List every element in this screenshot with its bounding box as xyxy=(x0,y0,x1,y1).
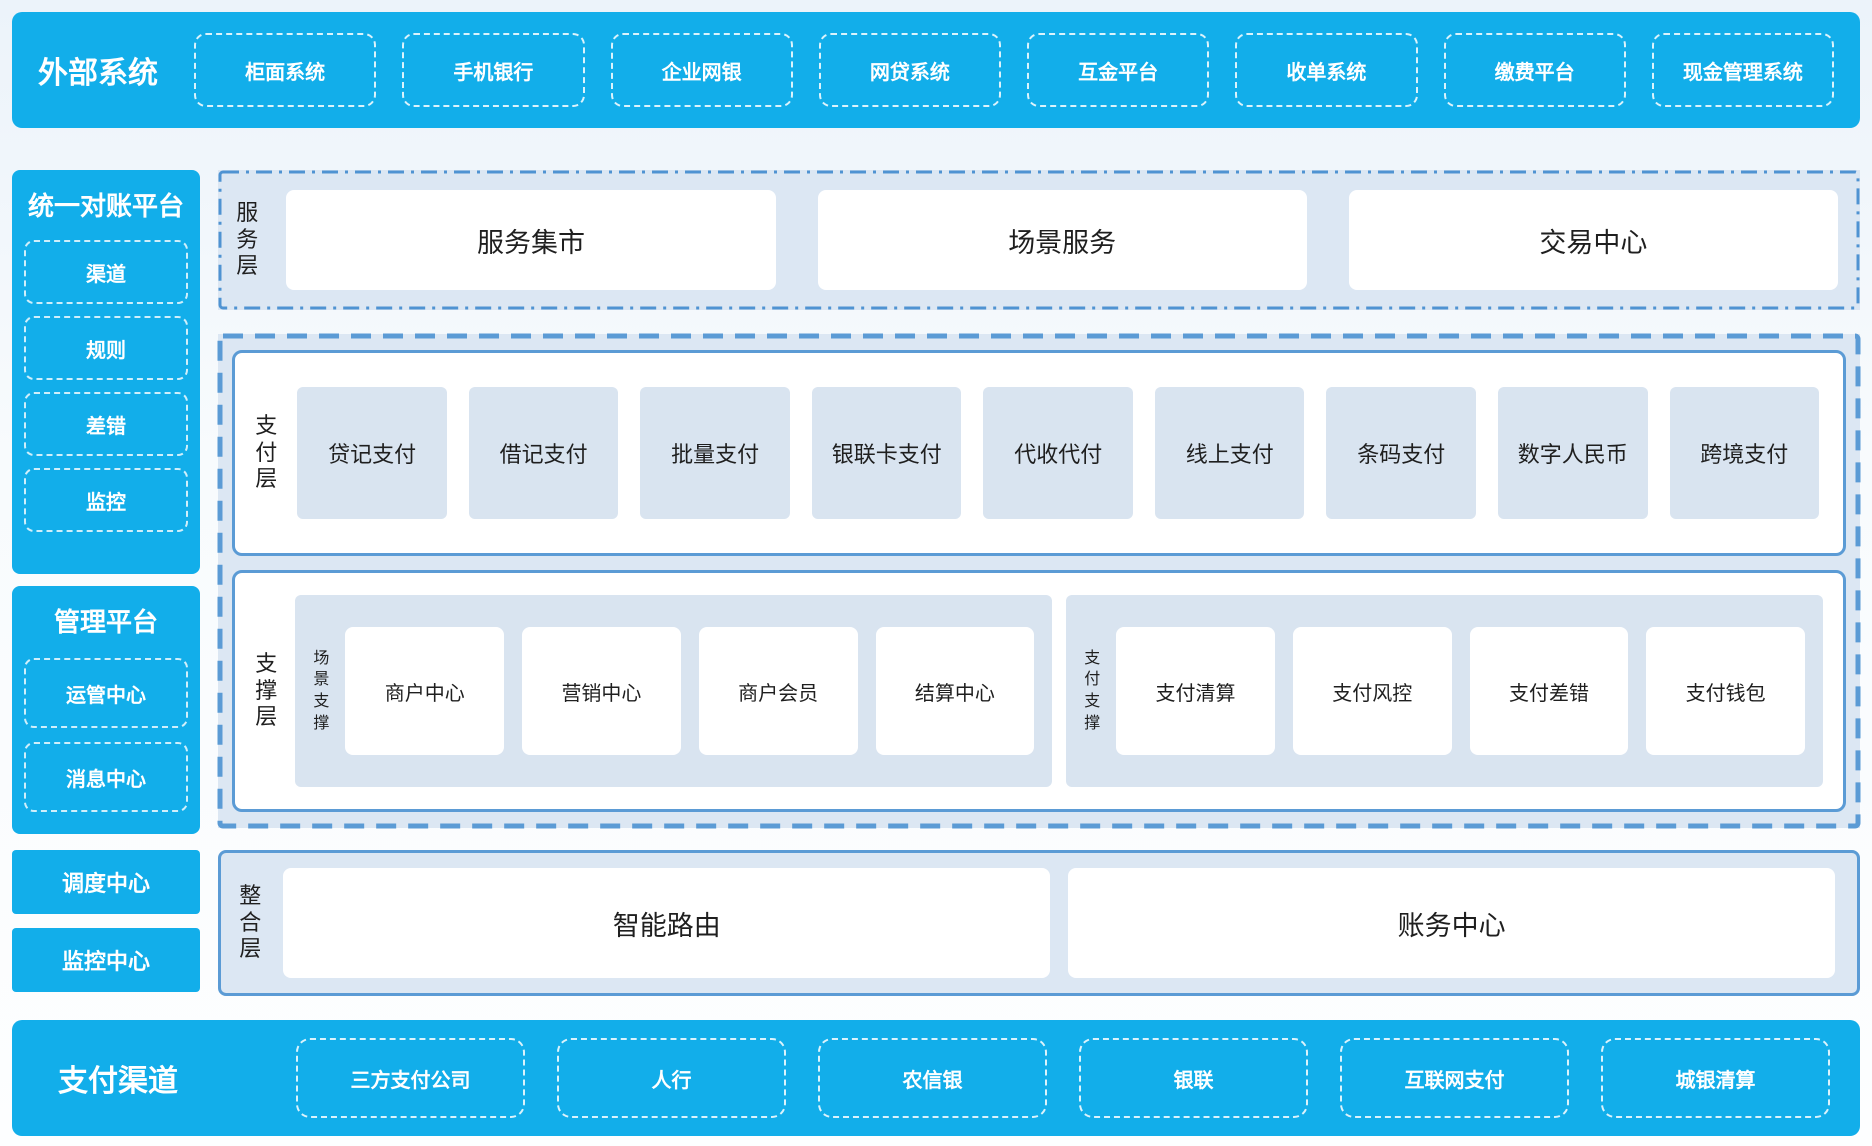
dispatch-center-box: 调度中心 xyxy=(12,850,200,914)
external-system-item: 收单系统 xyxy=(1235,33,1418,107)
reconciliation-item: 渠道 xyxy=(24,240,188,304)
monitor-center-box: 监控中心 xyxy=(12,928,200,992)
layers-area: 服务层 服务集市 场景服务 交易中心 支付层 贷记支付 借记支付 批 xyxy=(217,170,1861,996)
scene-support-items: 商户中心 营销中心 商户会员 结算中心 xyxy=(345,627,1035,755)
payment-channel-item: 农信银 xyxy=(818,1038,1047,1118)
management-item: 消息中心 xyxy=(24,742,188,812)
scene-support-group: 场景支撑 商户中心 营销中心 商户会员 结算中心 xyxy=(295,595,1053,787)
external-system-item: 缴费平台 xyxy=(1443,33,1626,107)
reconciliation-item: 监控 xyxy=(24,468,188,532)
payment-channel-item: 三方支付公司 xyxy=(296,1038,525,1118)
left-sidebar: 统一对账平台 渠道 规则 差错 监控 管理平台 运管中心 消息中心 调度中心 监… xyxy=(12,170,200,996)
management-item: 运管中心 xyxy=(24,658,188,728)
payment-item: 数字人民币 xyxy=(1498,387,1648,519)
reconciliation-platform-panel: 统一对账平台 渠道 规则 差错 监控 xyxy=(12,170,200,574)
payment-channel-item: 城银清算 xyxy=(1601,1038,1830,1118)
management-platform-panel: 管理平台 运管中心 消息中心 xyxy=(12,586,200,834)
support-layer-groups: 场景支撑 商户中心 营销中心 商户会员 结算中心 支付支撑 支付清算 xyxy=(295,595,1824,787)
payment-layer-panel: 支付层 贷记支付 借记支付 批量支付 银联卡支付 代收代付 线上支付 条码支付 … xyxy=(232,350,1846,556)
payment-channel-item: 人行 xyxy=(557,1038,786,1118)
payment-item: 跨境支付 xyxy=(1669,387,1820,519)
payment-channel-item: 互联网支付 xyxy=(1340,1038,1569,1118)
integration-item: 智能路由 xyxy=(283,868,1051,978)
service-layer-label: 服务层 xyxy=(236,199,259,279)
core-layers-container: 支付层 贷记支付 借记支付 批量支付 银联卡支付 代收代付 线上支付 条码支付 … xyxy=(217,333,1861,829)
support-item: 商户会员 xyxy=(698,627,858,755)
payment-support-items: 支付清算 支付风控 支付差错 支付钱包 xyxy=(1116,627,1806,755)
external-system-item: 柜面系统 xyxy=(194,33,377,107)
support-item: 支付风控 xyxy=(1292,627,1452,755)
payment-channels-bar: 支付渠道 三方支付公司 人行 农信银 银联 互联网支付 城银清算 xyxy=(12,1020,1860,1136)
payment-item: 批量支付 xyxy=(640,387,790,519)
support-item: 支付清算 xyxy=(1116,627,1275,755)
payment-support-group: 支付支撑 支付清算 支付风控 支付差错 支付钱包 xyxy=(1066,595,1824,787)
support-item: 营销中心 xyxy=(522,627,681,755)
external-system-item: 现金管理系统 xyxy=(1651,33,1834,107)
integration-layer-items: 智能路由 账务中心 xyxy=(283,868,1836,978)
reconciliation-item: 规则 xyxy=(24,316,188,380)
support-item: 结算中心 xyxy=(875,627,1035,755)
payment-item: 借记支付 xyxy=(468,387,619,519)
external-system-item: 网贷系统 xyxy=(818,33,1001,107)
support-layer-panel: 支撑层 场景支撑 商户中心 营销中心 商户会员 结算中心 xyxy=(232,570,1846,812)
service-layer-items: 服务集市 场景服务 交易中心 xyxy=(286,190,1838,290)
support-layer-label: 支撑层 xyxy=(255,650,278,730)
service-item: 场景服务 xyxy=(817,190,1307,290)
payment-layer-items: 贷记支付 借记支付 批量支付 银联卡支付 代收代付 线上支付 条码支付 数字人民… xyxy=(297,387,1820,519)
support-item: 商户中心 xyxy=(345,627,505,755)
reconciliation-platform-title: 统一对账平台 xyxy=(27,191,184,221)
scene-support-label: 场景支撑 xyxy=(313,649,330,732)
integration-layer-panel: 整合层 智能路由 账务中心 xyxy=(218,850,1860,996)
payment-item: 代收代付 xyxy=(983,387,1133,519)
management-platform-title: 管理平台 xyxy=(53,607,158,637)
payment-item: 贷记支付 xyxy=(297,387,447,519)
payment-channel-item: 银联 xyxy=(1079,1038,1308,1118)
payment-item: 线上支付 xyxy=(1154,387,1305,519)
external-systems-bar: 外部系统 柜面系统 手机银行 企业网银 网贷系统 互金平台 收单系统 缴费平台 … xyxy=(12,12,1860,128)
integration-layer-label: 整合层 xyxy=(239,882,262,962)
external-systems-title: 外部系统 xyxy=(38,57,158,90)
support-item: 支付钱包 xyxy=(1646,627,1806,755)
payment-item: 条码支付 xyxy=(1326,387,1476,519)
external-systems-items: 柜面系统 手机银行 企业网银 网贷系统 互金平台 收单系统 缴费平台 现金管理系… xyxy=(194,12,1834,128)
payment-channels-items: 三方支付公司 人行 农信银 银联 互联网支付 城银清算 xyxy=(296,1020,1830,1136)
external-system-item: 互金平台 xyxy=(1027,33,1210,107)
payment-channels-title: 支付渠道 xyxy=(58,1065,178,1098)
external-system-item: 企业网银 xyxy=(610,33,793,107)
payment-support-label: 支付支撑 xyxy=(1084,649,1101,732)
reconciliation-item: 差错 xyxy=(24,392,188,456)
service-item: 服务集市 xyxy=(286,190,776,290)
integration-item: 账务中心 xyxy=(1068,868,1836,978)
payment-item: 银联卡支付 xyxy=(811,387,962,519)
service-layer-panel: 服务层 服务集市 场景服务 交易中心 xyxy=(218,170,1860,310)
support-item: 支付差错 xyxy=(1469,627,1629,755)
payment-layer-label: 支付层 xyxy=(255,412,278,492)
service-item: 交易中心 xyxy=(1348,190,1838,290)
external-system-item: 手机银行 xyxy=(402,33,585,107)
